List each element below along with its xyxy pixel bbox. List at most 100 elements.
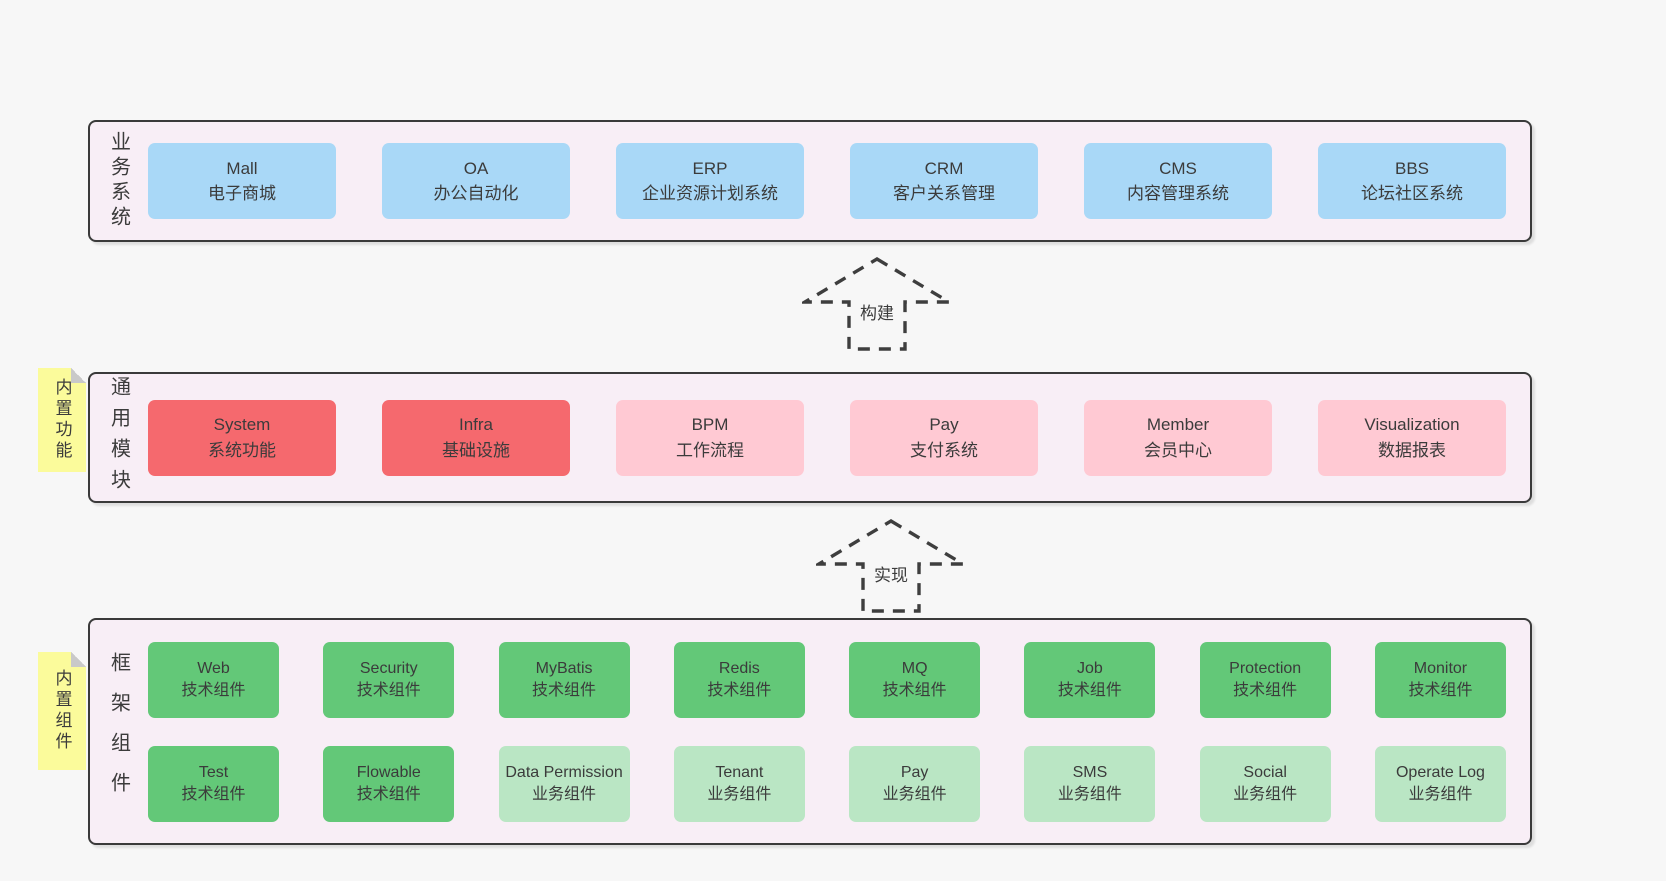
box-pay-component-name: Pay (900, 763, 929, 781)
box-mybatis: MyBatis 技术组件 (498, 641, 630, 718)
box-bpm-desc: 工作流程 (676, 440, 744, 460)
common-modules-panel: 通用模块 System 系统功能 Infra 基础设施 BPM 工作流程 Pay… (88, 372, 1532, 503)
box-member-name: Member (1146, 415, 1210, 434)
box-data-permission-desc: 业务组件 (532, 785, 597, 803)
box-pay-component-desc: 业务组件 (882, 785, 947, 803)
box-mall-name: Mall (226, 158, 258, 178)
box-operate-log-desc: 业务组件 (1408, 785, 1473, 803)
box-visualization-name: Visualization (1364, 415, 1460, 434)
box-system-name: System (213, 415, 271, 434)
box-oa-desc: 办公自动化 (433, 184, 519, 203)
business-systems-row: Mall 电子商城 OA 办公自动化 ERP 企业资源计划系统 CRM 客户关系… (148, 122, 1530, 240)
box-social-name: Social (1243, 763, 1287, 781)
box-flowable: Flowable 技术组件 (323, 745, 455, 822)
box-web: Web 技术组件 (148, 641, 279, 718)
implement-arrow-label: 实现 (869, 560, 913, 587)
box-web-name: Web (197, 659, 230, 677)
box-member-desc: 会员中心 (1144, 440, 1212, 460)
box-flowable-desc: 技术组件 (356, 785, 421, 803)
framework-components-label: 框架组件 (90, 620, 148, 843)
box-monitor: Monitor 技术组件 (1374, 641, 1506, 718)
builtin-features-sticky: 内置功能 (38, 368, 86, 472)
box-monitor-desc: 技术组件 (1408, 681, 1473, 699)
box-data-permission-name: Data Permission (505, 763, 623, 781)
business-systems-label-text: 业务系统 (107, 131, 130, 231)
block-arrow-up-icon (816, 519, 966, 613)
framework-components-panel: 框架组件 Web 技术组件 Security 技术组件 MyBatis 技术组件… (88, 618, 1532, 845)
box-test-desc: 技术组件 (181, 785, 246, 803)
box-bbs: BBS 论坛社区系统 (1318, 143, 1506, 219)
box-protection-name: Protection (1229, 659, 1302, 677)
box-job: Job 技术组件 (1024, 641, 1156, 718)
box-system: System 系统功能 (148, 399, 336, 476)
box-oa: OA 办公自动化 (382, 143, 570, 219)
box-crm-desc: 客户关系管理 (893, 184, 995, 203)
builtin-components-sticky-text: 内置组件 (52, 669, 72, 753)
box-cms-desc: 内容管理系统 (1127, 184, 1229, 203)
box-crm-name: CRM (924, 158, 964, 178)
box-operate-log-name: Operate Log (1395, 763, 1485, 781)
box-social-desc: 业务组件 (1233, 785, 1298, 803)
box-job-desc: 技术组件 (1057, 681, 1122, 699)
box-sms-name: SMS (1072, 763, 1108, 781)
box-sms: SMS 业务组件 (1024, 745, 1156, 822)
business-systems-panel: 业务系统 Mall 电子商城 OA 办公自动化 ERP 企业资源计划系统 CRM… (88, 120, 1532, 242)
box-visualization-desc: 数据报表 (1378, 440, 1446, 460)
box-bpm-name: BPM (691, 415, 729, 434)
box-tenant-desc: 业务组件 (707, 785, 772, 803)
box-tenant-name: Tenant (715, 763, 764, 781)
box-pay-module: Pay 支付系统 (850, 399, 1038, 476)
box-sms-desc: 业务组件 (1057, 785, 1122, 803)
box-protection-desc: 技术组件 (1233, 681, 1298, 699)
box-mall: Mall 电子商城 (148, 143, 336, 219)
box-operate-log: Operate Log 业务组件 (1374, 745, 1506, 822)
box-test: Test 技术组件 (148, 745, 279, 822)
box-infra-desc: 基础设施 (442, 440, 510, 460)
box-erp: ERP 企业资源计划系统 (616, 143, 804, 219)
box-protection: Protection 技术组件 (1199, 641, 1331, 718)
box-bpm: BPM 工作流程 (616, 399, 804, 476)
framework-components-label-text: 框架组件 (107, 651, 130, 812)
box-redis-name: Redis (718, 659, 760, 677)
box-pay-module-name: Pay (929, 415, 959, 434)
box-bbs-desc: 论坛社区系统 (1361, 184, 1463, 203)
box-infra: Infra 基础设施 (382, 399, 570, 476)
box-pay-module-desc: 支付系统 (910, 440, 978, 460)
box-erp-name: ERP (692, 158, 728, 178)
business-systems-label: 业务系统 (90, 122, 148, 240)
block-arrow-up-icon (802, 257, 952, 351)
box-cms-name: CMS (1159, 158, 1197, 178)
box-test-name: Test (198, 763, 229, 781)
build-arrow: 构建 (802, 256, 952, 352)
common-modules-row: System 系统功能 Infra 基础设施 BPM 工作流程 Pay 支付系统… (148, 374, 1530, 501)
box-infra-name: Infra (458, 415, 494, 434)
box-visualization: Visualization 数据报表 (1318, 399, 1506, 476)
box-bbs-name: BBS (1394, 158, 1430, 178)
framework-components-row-1: Web 技术组件 Security 技术组件 MyBatis 技术组件 Redi… (148, 641, 1506, 718)
build-arrow-label: 构建 (855, 298, 899, 325)
box-mq-desc: 技术组件 (882, 681, 947, 699)
box-security-desc: 技术组件 (356, 681, 421, 699)
framework-components-row-2: Test 技术组件 Flowable 技术组件 Data Permission … (148, 745, 1506, 822)
box-social: Social 业务组件 (1199, 745, 1331, 822)
box-mq: MQ 技术组件 (849, 641, 981, 718)
builtin-components-sticky: 内置组件 (38, 652, 86, 770)
box-monitor-name: Monitor (1413, 659, 1468, 677)
box-erp-desc: 企业资源计划系统 (642, 184, 778, 203)
box-pay-component: Pay 业务组件 (849, 745, 981, 822)
box-oa-name: OA (463, 158, 489, 178)
box-web-desc: 技术组件 (181, 681, 246, 699)
box-job-name: Job (1077, 659, 1103, 677)
box-flowable-name: Flowable (356, 763, 421, 781)
box-crm: CRM 客户关系管理 (850, 143, 1038, 219)
box-security-name: Security (359, 659, 418, 677)
implement-arrow: 实现 (816, 518, 966, 614)
box-mybatis-name: MyBatis (535, 659, 593, 677)
box-cms: CMS 内容管理系统 (1084, 143, 1272, 219)
framework-components-grid: Web 技术组件 Security 技术组件 MyBatis 技术组件 Redi… (148, 620, 1530, 843)
box-mybatis-desc: 技术组件 (532, 681, 597, 699)
box-mall-desc: 电子商城 (208, 184, 276, 203)
box-security: Security 技术组件 (323, 641, 455, 718)
box-tenant: Tenant 业务组件 (673, 745, 805, 822)
box-system-desc: 系统功能 (208, 440, 276, 460)
